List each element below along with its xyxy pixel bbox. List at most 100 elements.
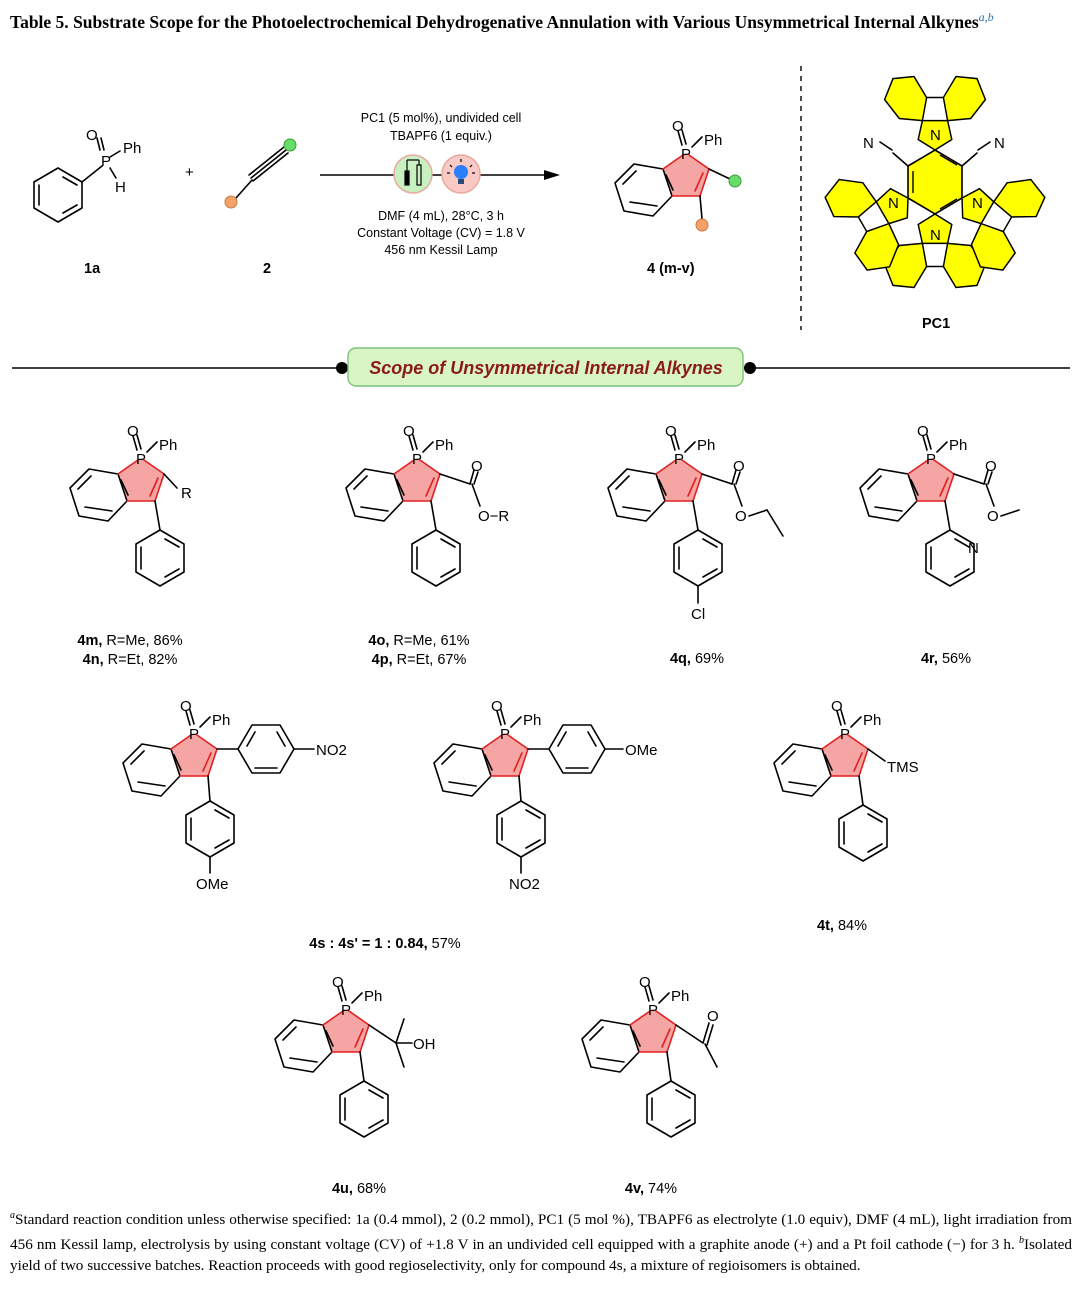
svg-text:Ph: Ph — [671, 988, 689, 1005]
svg-text:P: P — [500, 726, 510, 743]
svg-text:P: P — [136, 451, 146, 468]
svg-text:Ph: Ph — [364, 988, 382, 1005]
reactant-1a-label: 1a — [84, 261, 101, 277]
reactant-2-label: 2 — [263, 261, 271, 277]
reaction-scheme: O P Ph H 1a + 2 — [12, 66, 1070, 1197]
svg-text:R: R — [181, 485, 192, 502]
svg-text:OMe: OMe — [625, 742, 658, 759]
svg-text:N: N — [930, 127, 941, 144]
svg-text:N: N — [972, 195, 983, 212]
label-4t: 4t, 84% — [817, 918, 867, 934]
table-caption: Table 5. Substrate Scope for the Photoel… — [10, 6, 1070, 33]
label-4o: 4o, R=Me, 61% — [368, 633, 469, 649]
product-label: 4 (m-v) — [647, 261, 695, 277]
svg-text:P: P — [412, 451, 422, 468]
svg-text:P: P — [840, 726, 850, 743]
compound-4s-structure: O P Ph NO2 OMe — [122, 698, 347, 893]
svg-text:O: O — [733, 458, 745, 475]
plus-sign: + — [185, 164, 194, 181]
svg-text:O: O — [127, 423, 139, 440]
svg-text:O: O — [86, 127, 98, 144]
condition-light: 456 nm Kessil Lamp — [384, 243, 497, 257]
svg-text:O: O — [180, 698, 192, 715]
svg-text:Ph: Ph — [863, 712, 881, 729]
svg-text:Ph: Ph — [949, 437, 967, 454]
svg-text:N: N — [888, 195, 899, 212]
label-4n: 4n, R=Et, 82% — [83, 652, 178, 668]
product-4-structure: O P Ph — [614, 118, 742, 232]
reactant-1a-structure: O P Ph H — [33, 127, 141, 223]
svg-text:O: O — [672, 118, 684, 135]
compound-4s-prime-structure: O P Ph OMe NO2 — [433, 698, 658, 893]
svg-text:O: O — [471, 458, 483, 475]
compound-4r-structure: O P Ph O O N — [859, 423, 1020, 587]
svg-text:O: O — [665, 423, 677, 440]
svg-text:O: O — [707, 1008, 719, 1025]
svg-text:Ph: Ph — [159, 437, 177, 454]
svg-text:P: P — [674, 451, 684, 468]
svg-text:Ph: Ph — [212, 712, 230, 729]
svg-text:O: O — [985, 458, 997, 475]
compound-4m-structure: O P Ph R — [69, 423, 192, 587]
svg-text:N: N — [930, 227, 941, 244]
svg-text:OMe: OMe — [196, 876, 229, 893]
condition-voltage: Constant Voltage (CV) = 1.8 V — [357, 226, 525, 240]
reactant-2-structure — [224, 138, 297, 209]
svg-text:O: O — [332, 974, 344, 991]
svg-text:P: P — [926, 451, 936, 468]
compound-4o-structure: O P Ph O O−R — [345, 423, 509, 587]
svg-text:H: H — [115, 179, 126, 196]
compound-4v-structure: O P Ph O — [581, 974, 719, 1138]
label-4s: 4s : 4s' = 1 : 0.84, 57% — [309, 936, 460, 952]
svg-text:Ph: Ph — [523, 712, 541, 729]
table-title: Substrate Scope for the Photoelectrochem… — [73, 11, 979, 32]
svg-text:P: P — [681, 146, 691, 163]
svg-text:P: P — [648, 1002, 658, 1019]
footnote-b-text: Isolated yield of two successive batches… — [10, 1236, 1073, 1275]
footnote-a-intro: Standard reaction condition unless other… — [15, 1211, 356, 1229]
catalyst-pc1-structure: N N N N N N — [818, 75, 1052, 289]
compound-4t-structure: O P Ph TMS — [773, 698, 919, 862]
svg-text:Ph: Ph — [435, 437, 453, 454]
label-4v: 4v, 74% — [625, 1181, 677, 1197]
svg-text:TMS: TMS — [887, 759, 919, 776]
svg-text:P: P — [341, 1002, 351, 1019]
label-4m: 4m, R=Me, 86% — [77, 633, 182, 649]
svg-text:N: N — [863, 135, 874, 152]
svg-text:O: O — [639, 974, 651, 991]
svg-text:Cl: Cl — [691, 606, 705, 623]
condition-catalyst: PC1 (5 mol%), undivided cell — [361, 111, 522, 125]
footnote-a-text: 1a (0.4 mmol), 2 (0.2 mmol), PC1 (5 mol … — [10, 1211, 1072, 1254]
svg-text:Ph: Ph — [704, 132, 722, 149]
compound-4u-structure: O P Ph OH — [274, 974, 436, 1138]
label-4p: 4p, R=Et, 67% — [372, 652, 467, 668]
svg-text:N: N — [968, 540, 979, 557]
svg-text:N: N — [994, 135, 1005, 152]
svg-text:O: O — [987, 508, 999, 525]
svg-text:O: O — [491, 698, 503, 715]
svg-text:O: O — [831, 698, 843, 715]
svg-text:Ph: Ph — [697, 437, 715, 454]
svg-text:P: P — [189, 726, 199, 743]
svg-text:O: O — [403, 423, 415, 440]
svg-text:NO2: NO2 — [316, 742, 347, 759]
reaction-arrow — [320, 154, 560, 194]
svg-text:Ph: Ph — [123, 140, 141, 157]
section-banner-text: Scope of Unsymmetrical Internal Alkynes — [369, 358, 722, 378]
footnote-marks: a,b — [978, 10, 994, 24]
condition-solvent: DMF (4 mL), 28°C, 3 h — [378, 209, 504, 223]
svg-text:OH: OH — [413, 1036, 436, 1053]
svg-text:NO2: NO2 — [509, 876, 540, 893]
svg-text:O: O — [917, 423, 929, 440]
table-footnote: aStandard reaction condition unless othe… — [10, 1210, 1073, 1275]
condition-electrolyte: TBAPF6 (1 equiv.) — [390, 129, 492, 143]
catalyst-label: PC1 — [922, 316, 950, 332]
compound-4q-structure: O P Ph O O Cl — [607, 423, 784, 623]
svg-text:O: O — [735, 508, 747, 525]
svg-text:P: P — [101, 153, 111, 170]
section-banner: Scope of Unsymmetrical Internal Alkynes — [12, 347, 1070, 387]
label-4u: 4u, 68% — [332, 1181, 386, 1197]
label-4r: 4r, 56% — [921, 651, 971, 667]
table-number: Table 5. — [10, 11, 69, 32]
label-4q: 4q, 69% — [670, 651, 724, 667]
